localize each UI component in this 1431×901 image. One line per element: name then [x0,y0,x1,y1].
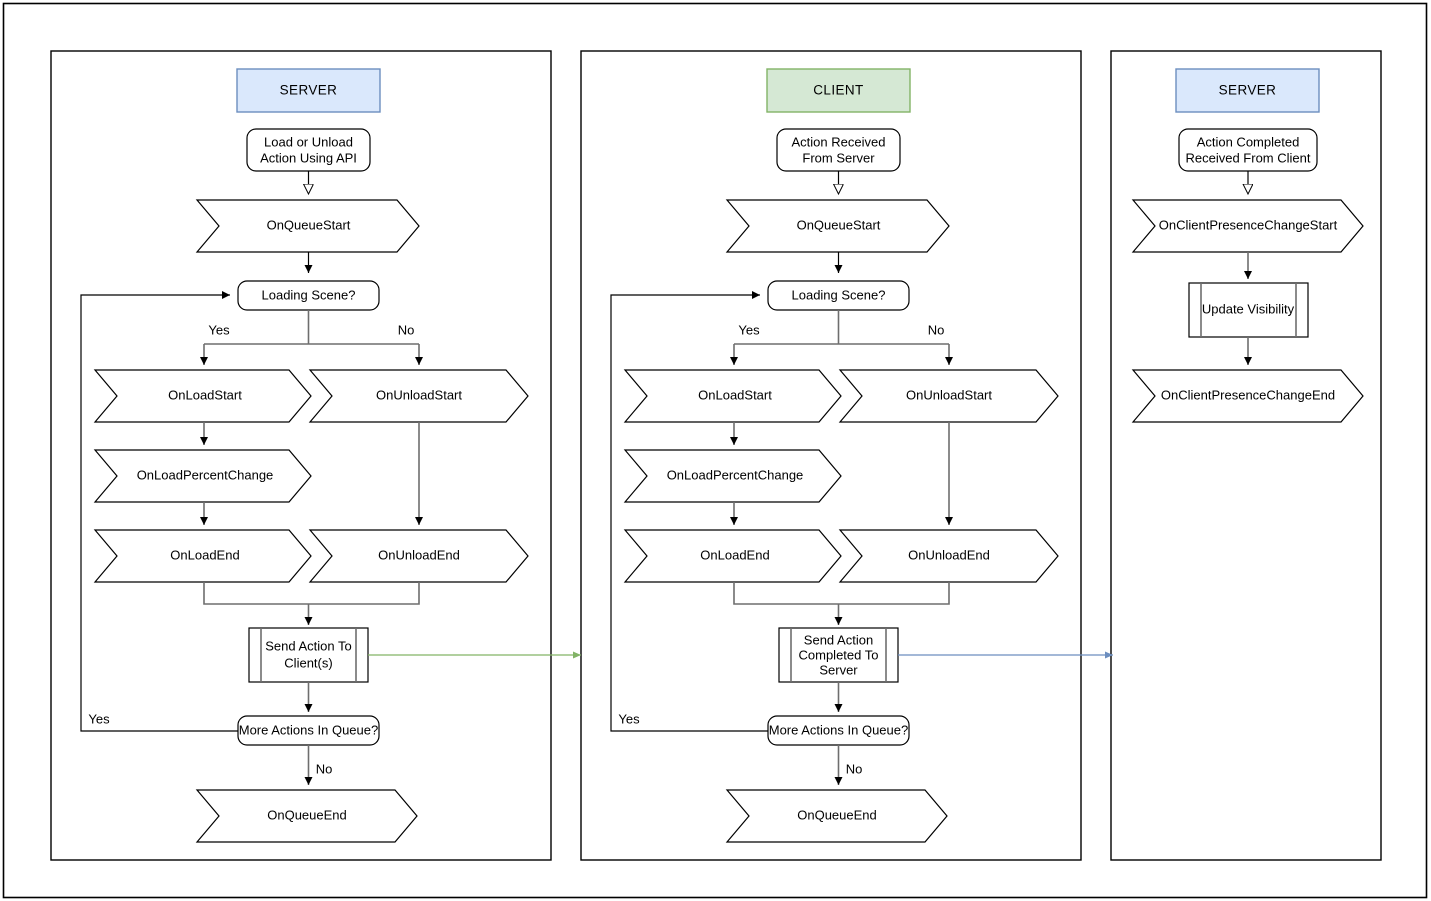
node-send-action-line1: Send Action [804,632,873,647]
edge-label-more-yes: Yes [618,711,640,726]
node-send-action-line2: Client(s) [284,655,332,670]
node-start-line1: Action Completed [1197,134,1300,149]
node-loading-scene-label: Loading Scene? [792,287,886,302]
panel-header-client: CLIENT [766,68,911,113]
edge-loading-branch-bus [734,310,949,345]
node-start: Action Completed Received From Client [1178,128,1318,172]
node-onunloadend: OnUnloadEnd [838,529,1059,583]
node-onloadpercentchange: OnLoadPercentChange [623,449,842,503]
node-onqueuestart: OnQueueStart [725,199,950,253]
node-start-line2: From Server [802,150,875,165]
node-send-action-completed: Send Action Completed To Server [778,627,899,683]
edge-label-more-yes: Yes [88,711,110,726]
panel-header-server: SERVER [236,68,381,113]
node-onqueueend: OnQueueEnd [725,789,948,843]
node-start: Action Received From Server [776,128,901,172]
edge-more-yes-loopback [80,291,238,732]
node-onunloadstart: OnUnloadStart [308,369,529,423]
node-start: Load or Unload Action Using API [246,128,371,172]
node-loading-scene-label: Loading Scene? [262,287,356,302]
node-onunloadend-label: OnUnloadEnd [378,547,460,562]
panel-header-label: CLIENT [813,83,863,98]
edge-merge-bus [733,582,950,605]
node-send-action-line2: Completed To [799,647,879,662]
edge-label-more-no: No [846,761,863,776]
node-onclientpresencechangestart: OnClientPresenceChangeStart [1131,199,1364,253]
node-onloadpercentchange-label: OnLoadPercentChange [137,467,274,482]
node-send-action: Send Action To Client(s) [248,627,369,683]
panel-server-queue: SERVER Load or Unload Action Using API O… [50,50,552,861]
node-start-line2: Action Using API [260,150,357,165]
panel-server-presence: SERVER Action Completed Received From Cl… [1110,50,1382,861]
node-onloadpercentchange-label: OnLoadPercentChange [667,467,804,482]
node-loading-scene-decision: Loading Scene? [237,280,380,311]
node-more-actions-label: More Actions In Queue? [239,722,378,737]
node-more-actions-decision: More Actions In Queue? [767,715,910,746]
node-start-line1: Action Received [792,134,886,149]
edge-label-loading-yes: Yes [208,322,230,337]
node-send-action-line3: Server [819,662,858,677]
node-onclientpresencechangeend: OnClientPresenceChangeEnd [1131,369,1364,423]
node-send-action-line1: Send Action To [265,638,352,653]
edge-label-loading-yes: Yes [738,322,760,337]
node-onloadstart: OnLoadStart [623,369,842,423]
node-onqueuestart-label: OnQueueStart [797,217,881,232]
panel-header-label: SERVER [280,83,338,98]
node-start-line1: Load or Unload [264,134,353,149]
node-update-visibility: Update Visibility [1188,282,1309,338]
node-onunloadend: OnUnloadEnd [308,529,529,583]
node-onqueueend: OnQueueEnd [195,789,418,843]
node-onunloadstart-label: OnUnloadStart [906,387,992,402]
node-onunloadend-label: OnUnloadEnd [908,547,990,562]
node-more-actions-decision: More Actions In Queue? [237,715,380,746]
node-onqueuestart: OnQueueStart [195,199,420,253]
node-onqueueend-label: OnQueueEnd [267,807,347,822]
node-onloadend-label: OnLoadEnd [700,547,769,562]
edge-more-yes-loopback [610,291,768,732]
node-onunloadstart-label: OnUnloadStart [376,387,462,402]
panel-header-label: SERVER [1219,83,1277,98]
node-start-line2: Received From Client [1186,150,1311,165]
node-onloadend: OnLoadEnd [623,529,842,583]
node-onloadend: OnLoadEnd [93,529,312,583]
node-onqueuestart-label: OnQueueStart [267,217,351,232]
edge-label-more-no: No [316,761,333,776]
panel-client-queue: CLIENT Action Received From Server OnQue… [580,50,1082,861]
node-update-visibility-label: Update Visibility [1202,301,1295,316]
edge-loading-branch-bus [204,310,419,345]
node-onqueueend-label: OnQueueEnd [797,807,877,822]
node-loading-scene-decision: Loading Scene? [767,280,910,311]
panel-border [1110,50,1382,861]
node-onclientpresencechangeend-label: OnClientPresenceChangeEnd [1161,387,1335,402]
node-onloadstart: OnLoadStart [93,369,312,423]
node-more-actions-label: More Actions In Queue? [769,722,908,737]
node-onloadend-label: OnLoadEnd [170,547,239,562]
edge-label-loading-no: No [928,322,945,337]
node-onclientpresencechangestart-label: OnClientPresenceChangeStart [1159,217,1338,232]
node-onloadstart-label: OnLoadStart [698,387,772,402]
node-onloadpercentchange: OnLoadPercentChange [93,449,312,503]
node-onloadstart-label: OnLoadStart [168,387,242,402]
node-onunloadstart: OnUnloadStart [838,369,1059,423]
panel-header-server: SERVER [1175,68,1320,113]
edge-label-loading-no: No [398,322,415,337]
edge-merge-bus [203,582,420,605]
